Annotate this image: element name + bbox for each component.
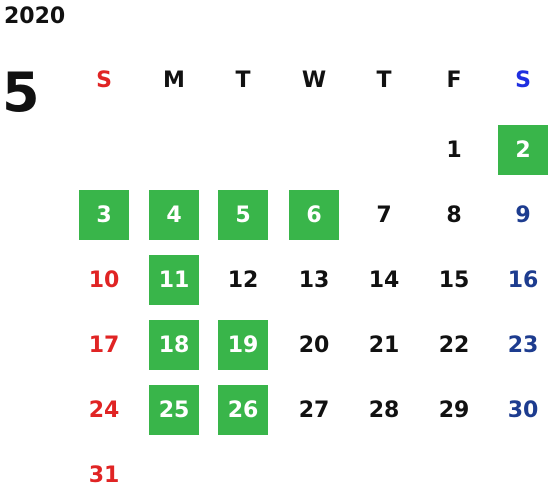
day-cell-23[interactable]: 23 (507, 332, 539, 358)
weekday-header-mon: M (163, 67, 185, 93)
day-cell-6[interactable]: 6 (289, 190, 339, 240)
day-cell-30[interactable]: 30 (507, 397, 539, 423)
day-cell-31[interactable]: 31 (88, 462, 120, 488)
day-cell-15[interactable]: 15 (438, 267, 470, 293)
day-cell-10[interactable]: 10 (88, 267, 120, 293)
month-label: 5 (2, 61, 40, 124)
day-cell-7[interactable]: 7 (376, 202, 392, 228)
weekday-header-tue: T (235, 67, 251, 93)
weekday-header-wed: W (301, 67, 327, 93)
day-cell-17[interactable]: 17 (88, 332, 120, 358)
day-cell-11[interactable]: 11 (149, 255, 199, 305)
day-cell-25[interactable]: 25 (149, 385, 199, 435)
day-cell-13[interactable]: 13 (298, 267, 330, 293)
day-cell-28[interactable]: 28 (368, 397, 400, 423)
day-cell-21[interactable]: 21 (368, 332, 400, 358)
year-label: 2020 (4, 4, 66, 29)
day-cell-8[interactable]: 8 (446, 202, 462, 228)
day-cell-12[interactable]: 12 (227, 267, 259, 293)
day-cell-22[interactable]: 22 (438, 332, 470, 358)
day-cell-9[interactable]: 9 (515, 202, 531, 228)
day-cell-29[interactable]: 29 (438, 397, 470, 423)
day-cell-2[interactable]: 2 (498, 125, 548, 175)
day-cell-26[interactable]: 26 (218, 385, 268, 435)
weekday-header-thu: T (376, 67, 392, 93)
day-cell-3[interactable]: 3 (79, 190, 129, 240)
weekday-header-sat: S (515, 67, 531, 93)
day-cell-24[interactable]: 24 (88, 397, 120, 423)
day-cell-27[interactable]: 27 (298, 397, 330, 423)
day-cell-4[interactable]: 4 (149, 190, 199, 240)
weekday-header-fri: F (446, 67, 462, 93)
day-cell-19[interactable]: 19 (218, 320, 268, 370)
day-cell-1[interactable]: 1 (446, 137, 462, 163)
day-cell-5[interactable]: 5 (218, 190, 268, 240)
day-cell-18[interactable]: 18 (149, 320, 199, 370)
day-cell-20[interactable]: 20 (298, 332, 330, 358)
weekday-header-sun: S (96, 67, 112, 93)
day-cell-16[interactable]: 16 (507, 267, 539, 293)
day-cell-14[interactable]: 14 (368, 267, 400, 293)
